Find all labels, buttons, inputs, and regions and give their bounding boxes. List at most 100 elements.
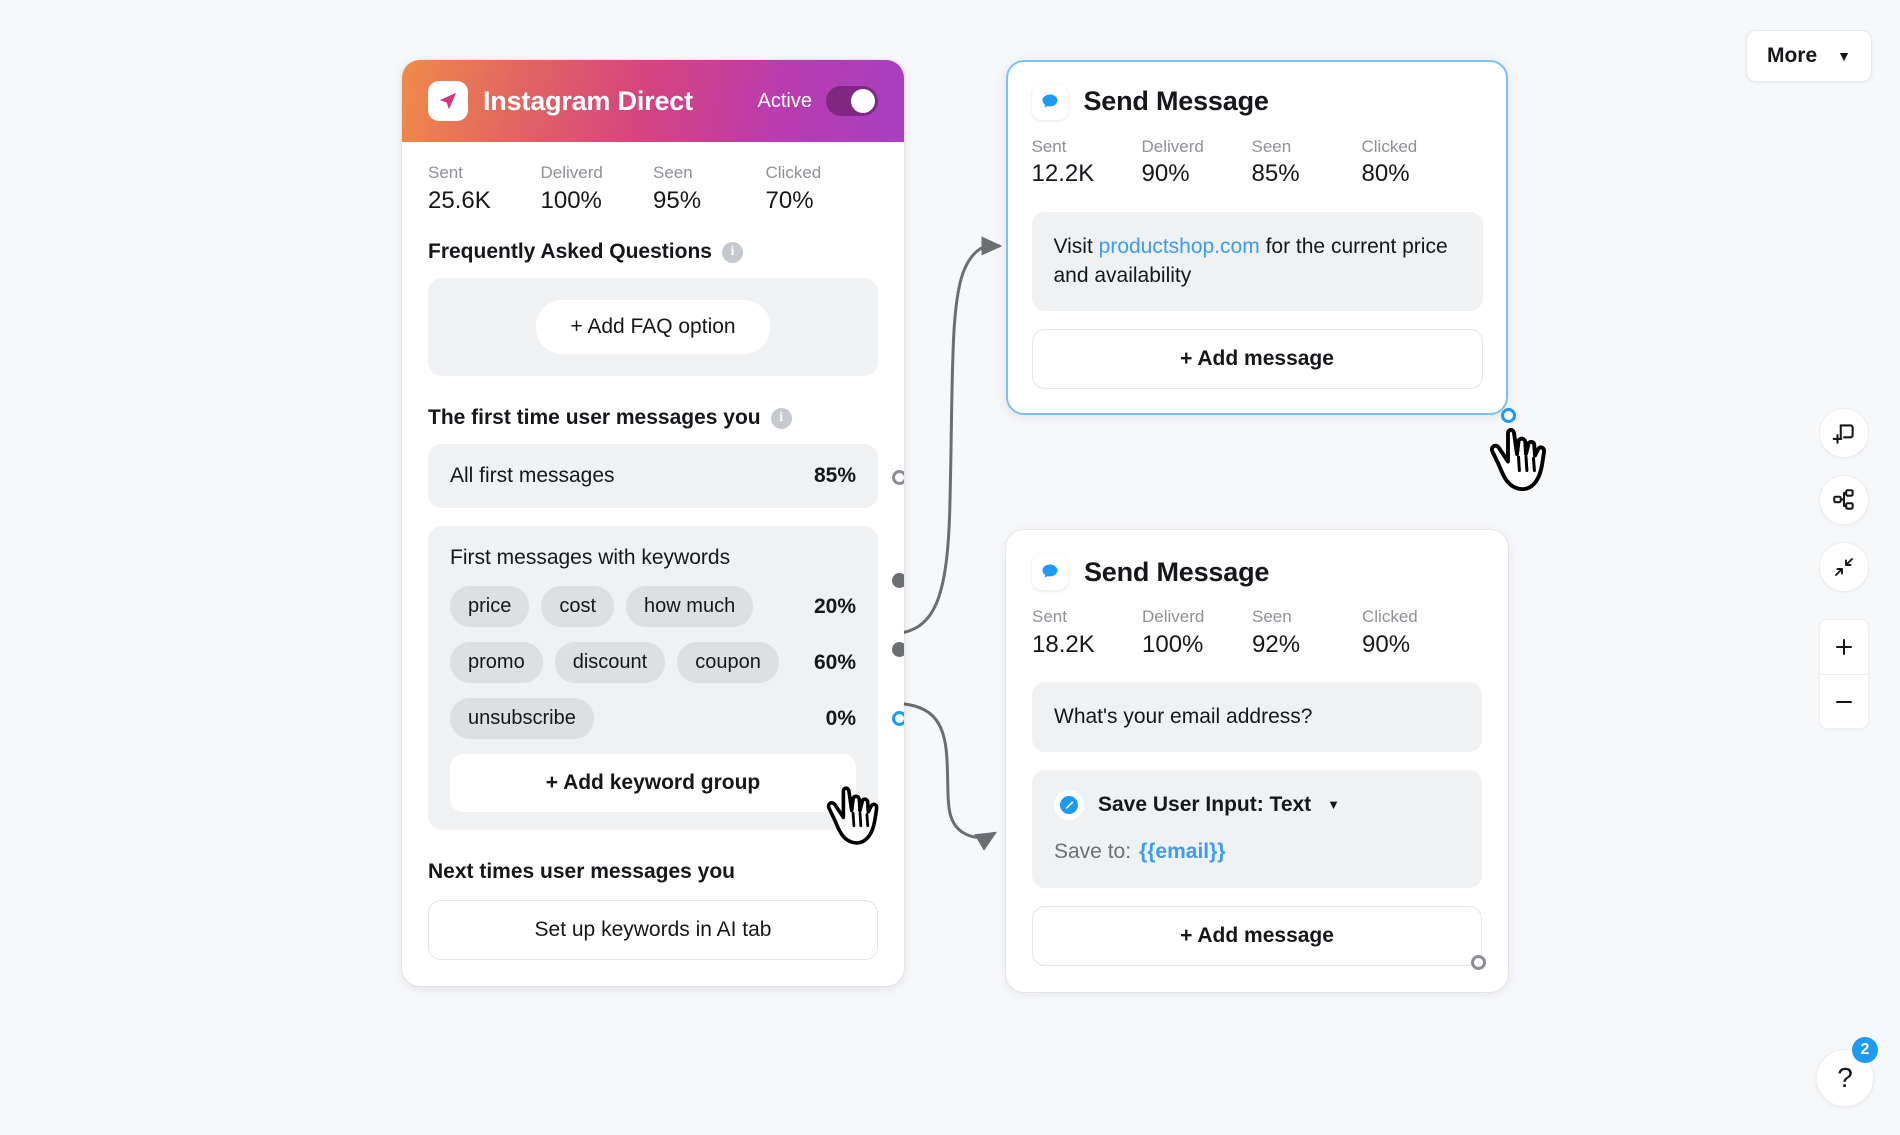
stat-value: 18.2K [1032, 630, 1095, 658]
stat-seen: Seen 85% [1252, 136, 1362, 190]
stat-label: Deliverd [540, 163, 603, 182]
message-bubble-text[interactable]: What's your email address? [1032, 682, 1482, 752]
message-text-suffix: for the current price and availability [1053, 234, 1448, 288]
instagram-card-header: Instagram Direct Active [402, 60, 904, 142]
all-first-messages-label: All first messages [450, 464, 615, 488]
save-user-input-block[interactable]: Save User Input: Text ▼ Save to: {{email}… [1032, 769, 1482, 888]
canvas-toolbar[interactable] [1819, 408, 1869, 729]
keyword-groups-panel: First messages with keywords price cost … [428, 526, 904, 831]
keyword-group-row[interactable]: price cost how much 20% [450, 573, 904, 628]
send-message-title: Send Message [1084, 556, 1270, 587]
instagram-card-title: Instagram Direct [483, 85, 693, 116]
message-text-prefix: Visit [1053, 234, 1099, 258]
toggle-knob [851, 89, 875, 113]
save-to-label: Save to: [1054, 839, 1132, 863]
stat-value: 92% [1252, 630, 1301, 658]
keyword-group-percent: 60% [813, 650, 856, 674]
keyword-group-row[interactable]: unsubscribe 0% [450, 698, 904, 740]
keyword-group-percent: 20% [813, 594, 856, 618]
keyword-chip[interactable]: price [450, 586, 530, 628]
output-handle-card-2[interactable] [1471, 954, 1486, 970]
output-handle-keyword-group-2[interactable] [892, 642, 904, 658]
next-times-section-title: Next times user messages you [428, 860, 735, 884]
active-toggle[interactable] [826, 86, 878, 116]
first-time-section-title: The first time user messages you [428, 406, 761, 430]
info-icon[interactable]: i [770, 407, 792, 429]
stat-value: 25.6K [428, 186, 491, 214]
zoom-in-button[interactable] [1820, 620, 1868, 674]
message-stats-row: Sent 18.2K Deliverd 100% Seen 92% Clicke… [1032, 606, 1482, 660]
all-first-messages-percent: 85% [813, 464, 856, 488]
save-to-variable[interactable]: {{email}} [1139, 839, 1226, 863]
keyword-chip[interactable]: how much [626, 586, 754, 628]
stat-value: 85% [1251, 160, 1300, 188]
stat-deliverd: Deliverd 100% [541, 162, 654, 216]
stat-clicked: Clicked 80% [1362, 136, 1472, 190]
add-node-icon[interactable] [1819, 408, 1869, 458]
info-icon[interactable]: i [721, 241, 743, 263]
setup-keywords-ai-tab-button[interactable]: Set up keywords in AI tab [428, 900, 878, 961]
output-handle-all-first-messages[interactable] [892, 470, 904, 486]
save-user-input-title: Save User Input: Text [1098, 792, 1312, 816]
stat-label: Clicked [1361, 136, 1418, 156]
stat-seen: Seen 95% [653, 162, 766, 216]
all-first-messages-row[interactable]: All first messages 85% [428, 444, 904, 509]
send-message-title: Send Message [1083, 86, 1269, 116]
keyword-groups-header: First messages with keywords [450, 546, 731, 570]
keyword-chip[interactable]: unsubscribe [450, 698, 594, 740]
send-message-card-2[interactable]: Send Message Sent 18.2K Deliverd 100% Se… [1006, 530, 1508, 992]
stat-value: 100% [540, 186, 602, 214]
stat-sent: Sent 12.2K [1032, 136, 1142, 190]
keyword-chip[interactable]: coupon [677, 642, 779, 684]
message-bubble-text[interactable]: Visit productshop.com for the current pr… [1031, 211, 1483, 312]
add-keyword-group-button[interactable]: + Add keyword group [450, 754, 856, 813]
chevron-down-icon: ▼ [1837, 48, 1851, 64]
add-faq-option-button[interactable]: + Add FAQ option [536, 300, 770, 355]
output-handle-keyword-group-1[interactable] [892, 573, 904, 589]
stat-label: Seen [1252, 607, 1292, 626]
active-status-label: Active [757, 89, 812, 112]
first-time-section-title-row: The first time user messages you i [428, 406, 878, 430]
stat-value: 90% [1141, 160, 1190, 188]
keyword-chip[interactable]: discount [554, 642, 666, 684]
output-handle-card-1[interactable] [1501, 407, 1516, 423]
send-message-card-1[interactable]: Send Message Sent 12.2K Deliverd 90% See… [1006, 60, 1516, 423]
add-message-button[interactable]: + Add message [1031, 329, 1483, 390]
question-mark-icon: ? [1837, 1062, 1853, 1093]
more-button[interactable]: More ▼ [1745, 30, 1872, 82]
stat-sent: Sent 18.2K [1032, 606, 1142, 660]
zoom-out-button[interactable] [1820, 674, 1868, 728]
stat-deliverd: Deliverd 100% [1142, 606, 1252, 660]
message-link[interactable]: productshop.com [1098, 234, 1260, 258]
keyword-chip[interactable]: cost [541, 586, 615, 628]
keyword-group-row[interactable]: promo discount coupon 60% [450, 642, 904, 684]
stat-clicked: Clicked 70% [766, 162, 879, 216]
more-button-label: More [1766, 44, 1818, 67]
instagram-direct-card[interactable]: Instagram Direct Active Sent 25.6K Deliv… [402, 60, 904, 987]
stat-label: Seen [653, 163, 693, 182]
stat-value: 70% [765, 186, 814, 214]
hand-cursor-pointer [1487, 424, 1565, 501]
flow-tree-icon[interactable] [1819, 475, 1869, 525]
chevron-down-icon[interactable]: ▼ [1327, 797, 1341, 813]
paper-plane-icon [428, 81, 468, 121]
stat-value: 12.2K [1031, 160, 1095, 188]
faq-section-title: Frequently Asked Questions [428, 240, 712, 264]
pencil-circle-icon [1054, 789, 1084, 820]
fit-to-screen-icon[interactable] [1819, 542, 1869, 592]
output-handle-keyword-group-3[interactable] [892, 711, 904, 727]
zoom-controls[interactable] [1819, 619, 1869, 729]
faq-section-title-row: Frequently Asked Questions i [428, 240, 878, 264]
stat-value: 100% [1142, 630, 1204, 658]
stat-label: Clicked [1362, 607, 1418, 626]
faq-panel: + Add FAQ option [428, 278, 878, 377]
stat-value: 95% [653, 186, 702, 214]
keyword-chip[interactable]: promo [450, 642, 543, 684]
keyword-group-percent: 0% [825, 706, 856, 730]
chat-bubble-icon [1031, 83, 1068, 120]
edge-keywords-60-to-card2 [887, 701, 998, 851]
stat-deliverd: Deliverd 90% [1142, 136, 1252, 190]
add-message-button[interactable]: + Add message [1032, 905, 1482, 966]
